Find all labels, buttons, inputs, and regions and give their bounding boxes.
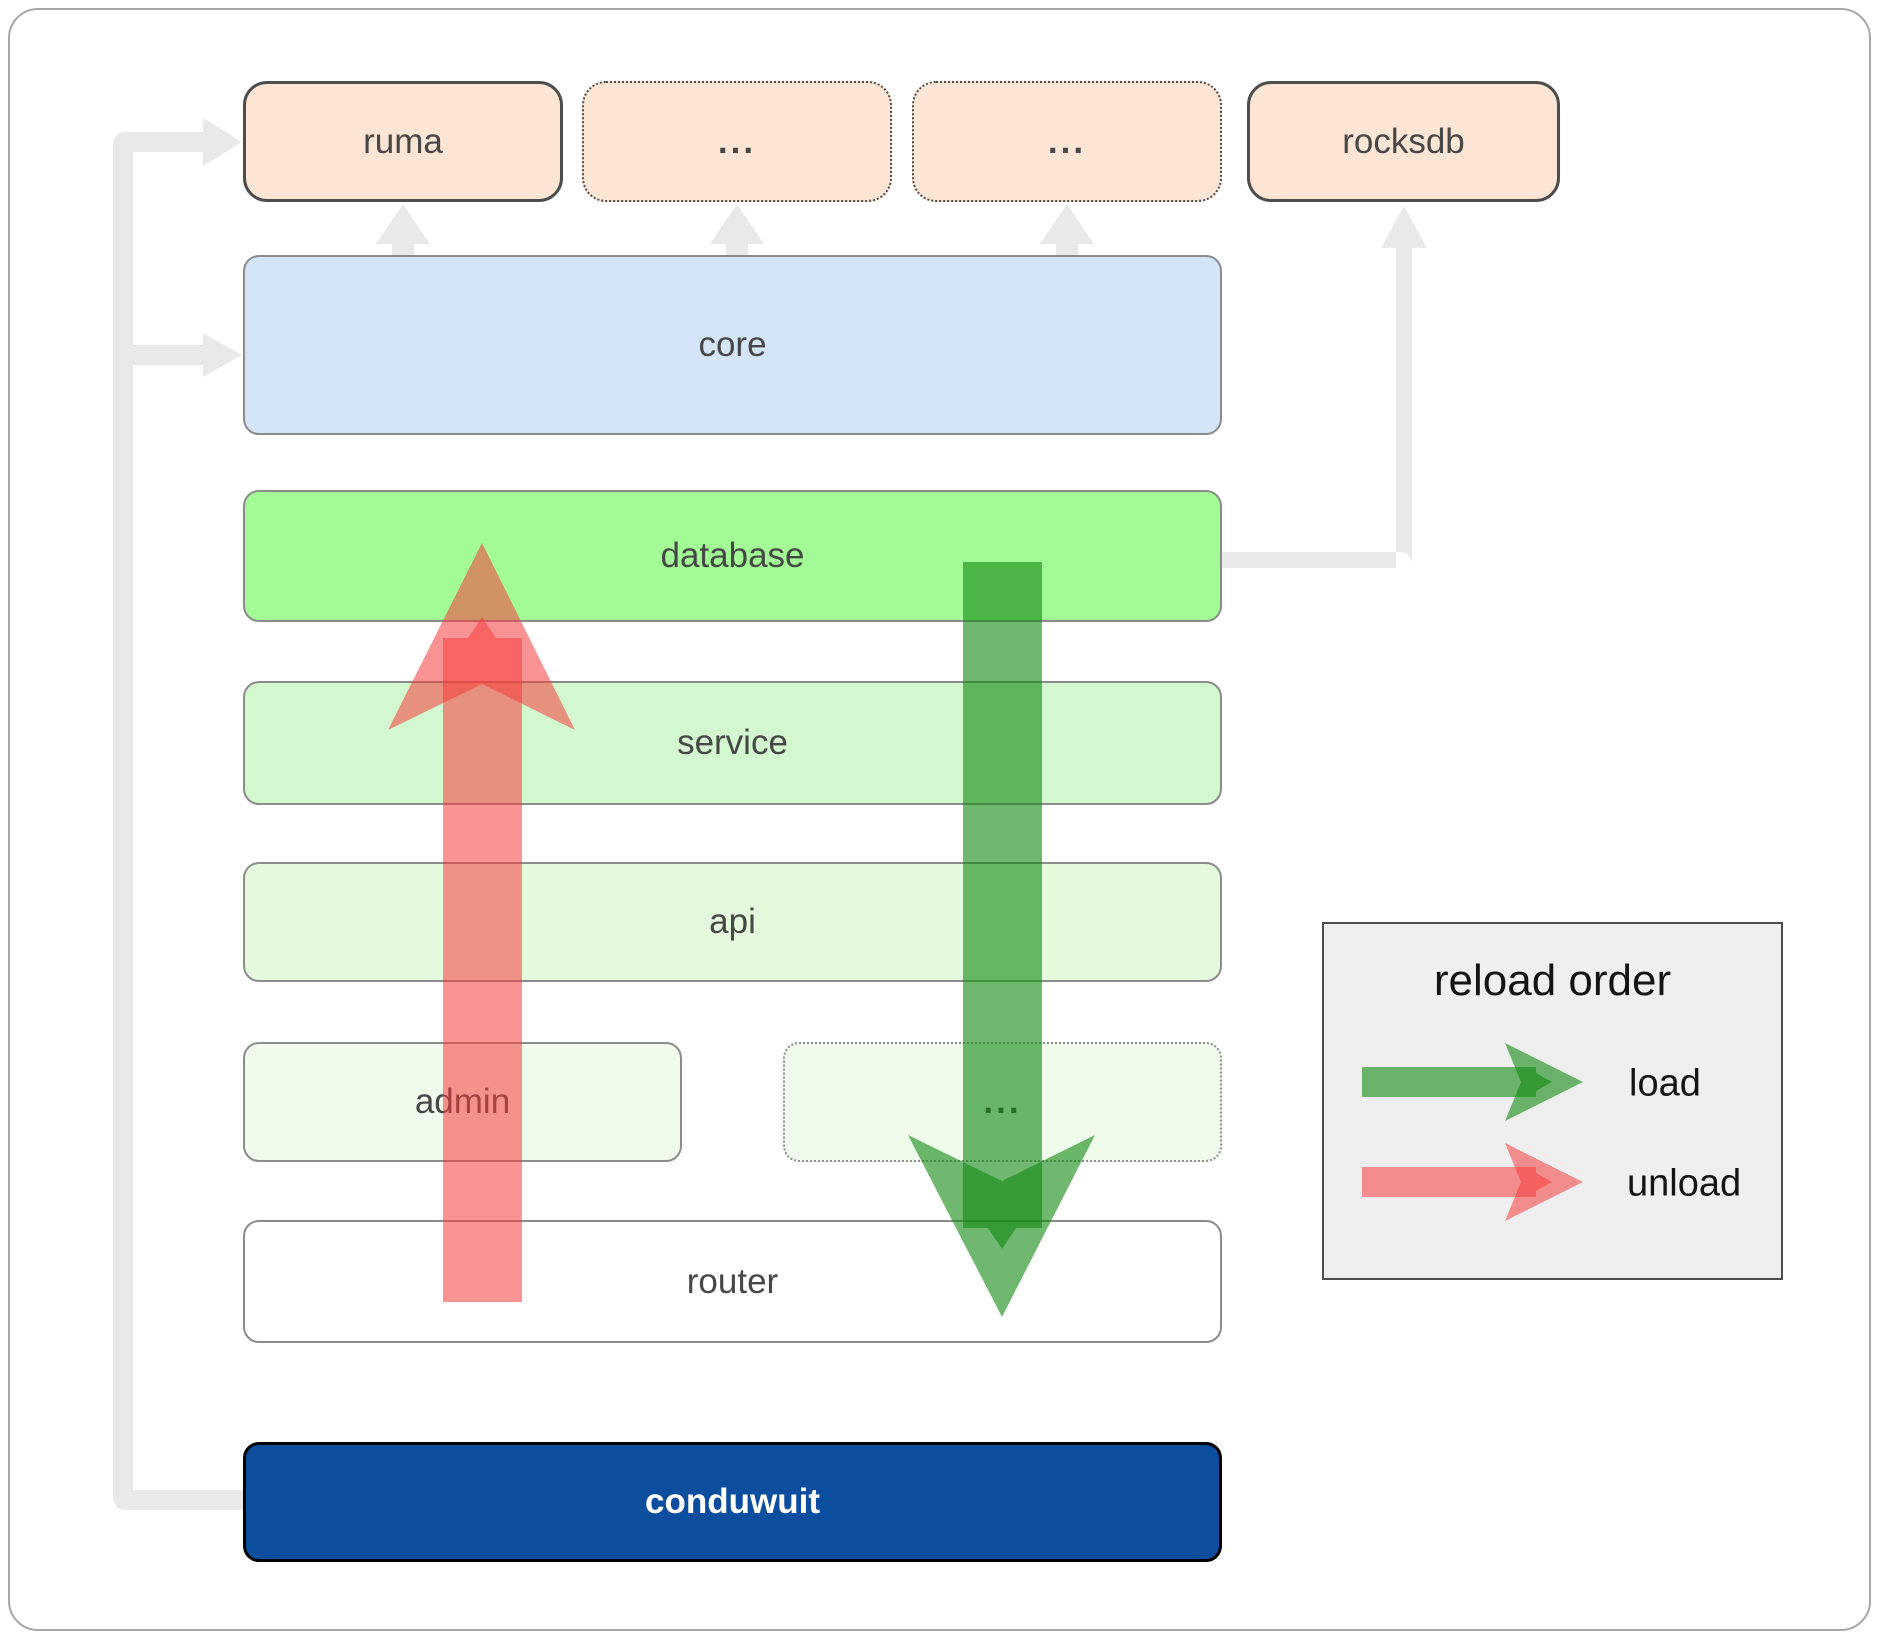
box-service: service [243, 681, 1222, 805]
box-admin: admin [243, 1042, 682, 1162]
diagram-frame [8, 8, 1871, 1631]
box-core-label: core [698, 325, 767, 364]
box-service-label: service [677, 723, 788, 762]
box-database: database [243, 490, 1222, 622]
box-rocksdb-label: rocksdb [1342, 121, 1465, 161]
box-ellipsis-2-label: ... [1047, 121, 1087, 161]
box-ellipsis-1: ... [582, 81, 892, 202]
box-ellipsis-1-label: ... [717, 121, 757, 161]
legend-title: reload order [1433, 956, 1672, 1005]
box-admin-label: admin [414, 1082, 511, 1121]
box-api-label: api [709, 902, 756, 941]
box-api: api [243, 862, 1222, 982]
box-ruma-label: ruma [363, 121, 443, 161]
box-ruma: ruma [243, 81, 563, 202]
box-core: core [243, 255, 1222, 435]
box-conduwuit-label: conduwuit [645, 1482, 820, 1521]
box-router-label: router [686, 1261, 779, 1301]
legend-unload-label: unload [1627, 1162, 1742, 1205]
box-ellipsis-2: ... [912, 81, 1222, 202]
legend: reload order load unload [1322, 922, 1783, 1280]
box-conduwuit: conduwuit [243, 1442, 1222, 1562]
box-rocksdb: rocksdb [1247, 81, 1560, 202]
box-database-label: database [660, 536, 805, 575]
legend-load-label: load [1629, 1062, 1701, 1105]
box-admin-ellipsis-label: ... [983, 1082, 1022, 1121]
box-admin-ellipsis: ... [783, 1042, 1222, 1162]
box-router: router [243, 1220, 1222, 1343]
